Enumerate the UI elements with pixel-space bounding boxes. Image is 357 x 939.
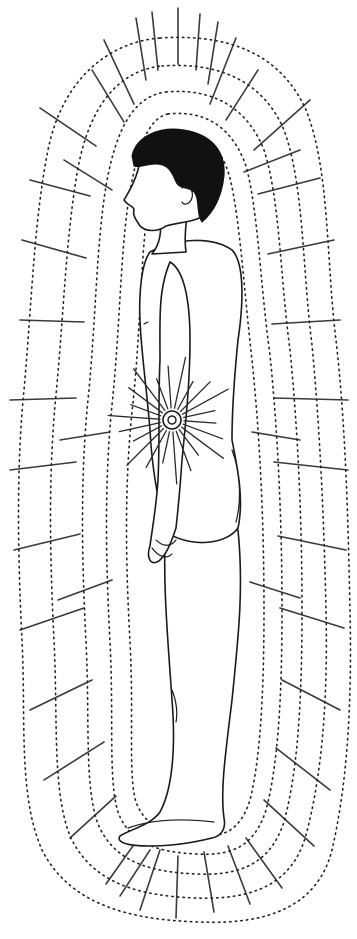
aura-ray	[274, 462, 348, 470]
aura-ray	[176, 856, 178, 918]
figure-torso	[140, 240, 242, 542]
aura-ray	[136, 18, 146, 80]
aura-ray	[268, 240, 334, 254]
aura-ray	[58, 580, 112, 600]
aura-ray	[264, 800, 314, 846]
aura-ray	[40, 108, 96, 146]
aura-ray	[208, 22, 218, 84]
aura-ray	[64, 160, 112, 190]
aura-ray	[278, 536, 346, 550]
aura-ray	[22, 240, 86, 258]
figure-legs	[119, 520, 240, 846]
aura-ray	[196, 14, 200, 70]
aura-ray	[44, 742, 104, 780]
aura-ray	[10, 398, 76, 400]
aura-ray	[272, 320, 340, 324]
aura-ray	[104, 40, 134, 104]
aura-ray	[274, 398, 348, 400]
aura-ray	[14, 534, 80, 550]
aura-ray	[140, 850, 160, 910]
aura-ray	[280, 608, 344, 628]
human-figure	[119, 129, 242, 846]
aura-ray	[70, 796, 116, 838]
aura-ray	[30, 680, 92, 710]
aura-ray	[258, 178, 320, 194]
aura-ray	[254, 100, 310, 150]
aura-ray	[204, 852, 214, 912]
aura-ray	[20, 608, 84, 630]
aura-ray	[276, 748, 330, 790]
aura-ray	[152, 12, 158, 70]
aura-ray	[282, 680, 340, 710]
aura-ray	[30, 180, 90, 196]
aura-ray	[226, 70, 258, 120]
navel-inner-ring	[168, 416, 176, 424]
aura-ray	[244, 150, 300, 172]
aura-ray	[250, 582, 300, 598]
